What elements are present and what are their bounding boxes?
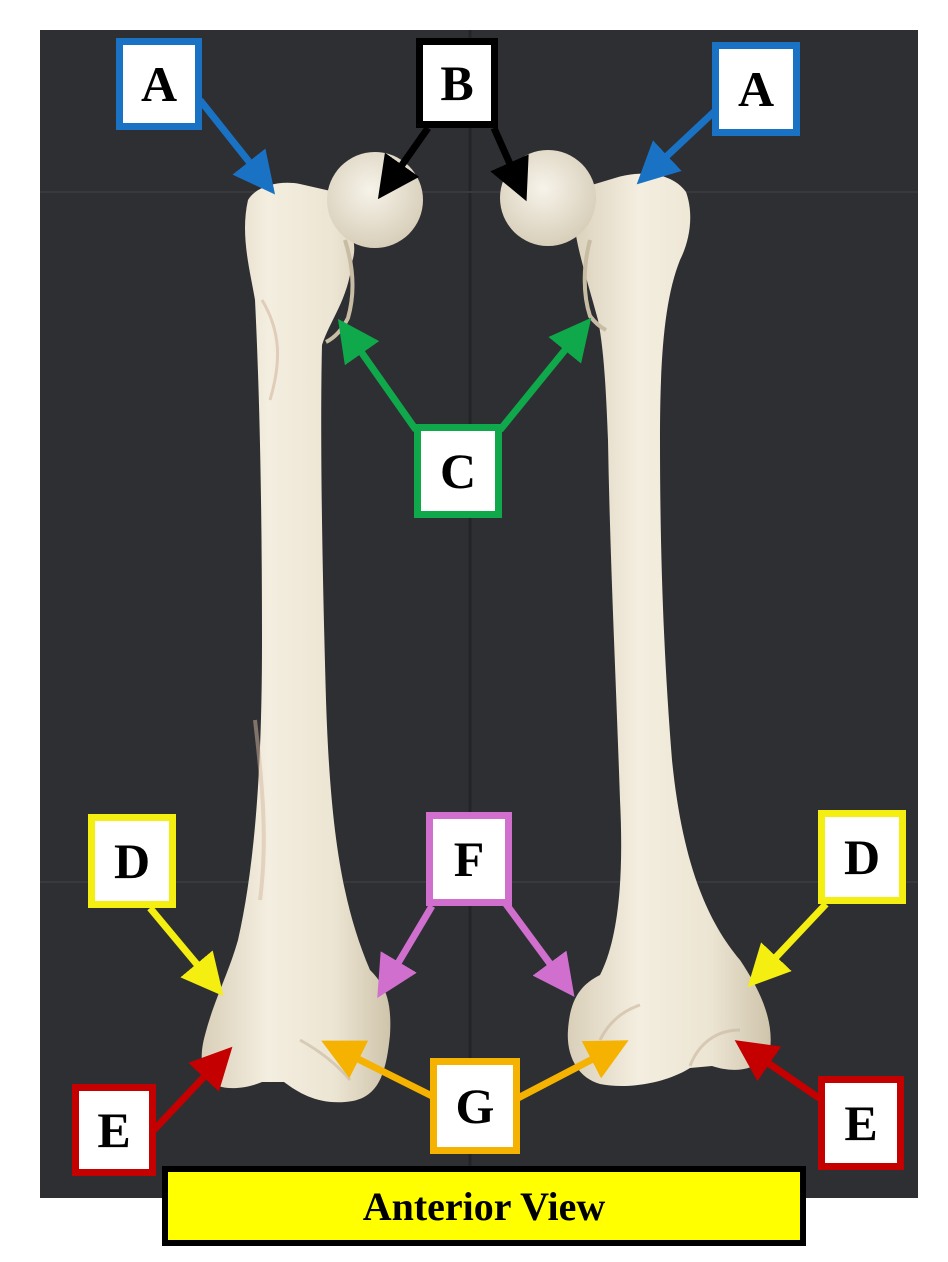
arrow-a-left (197, 97, 276, 195)
background-board (40, 30, 918, 1198)
label-b: B (416, 38, 498, 128)
arrow-a-right (636, 107, 719, 185)
arrow-g-right (516, 1040, 629, 1102)
label-g: G (430, 1058, 520, 1154)
arrow-b-right (490, 126, 529, 202)
femoral-head (327, 152, 423, 248)
label-d-right: D (818, 810, 906, 904)
arrow-e-left (149, 1046, 233, 1135)
view-title: Anterior View (162, 1166, 806, 1246)
arrow-f-right (503, 901, 575, 997)
arrow-g-left (321, 1040, 434, 1100)
arrow-d-left (147, 905, 224, 997)
arrow-b-left (377, 125, 431, 200)
label-e-left: E (72, 1084, 156, 1176)
arrow-f-left (377, 904, 436, 999)
label-c: C (414, 424, 502, 518)
arrow-d-right (747, 901, 829, 988)
arrow-c-left (337, 318, 419, 433)
label-d-left: D (88, 814, 176, 908)
label-f: F (426, 812, 512, 906)
arrow-e-right (734, 1040, 824, 1103)
femoral-head (500, 150, 596, 246)
arrow-c-right (497, 317, 592, 433)
label-a-left: A (116, 38, 202, 130)
label-e-right: E (818, 1076, 904, 1170)
label-a-right: A (712, 42, 800, 136)
